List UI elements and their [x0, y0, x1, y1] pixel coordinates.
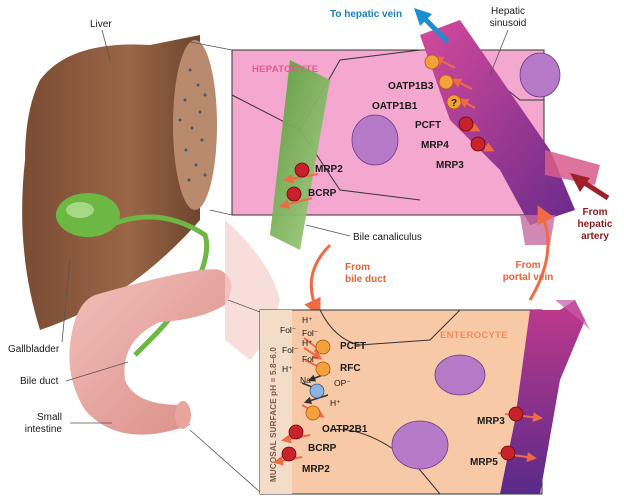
from-portal-vein-arrow: [528, 205, 554, 301]
from-hepatic-artery-arrow: [570, 173, 610, 201]
liver-label: Liver: [90, 19, 112, 30]
svg-text:MRP3: MRP3: [477, 416, 505, 427]
ion-fol-minus: Fol⁻: [302, 328, 319, 338]
hepatocyte-nucleus: [519, 52, 561, 98]
transporter-oatp1b1: OATP1B1: [372, 74, 473, 112]
svg-text:OATP2B1: OATP2B1: [322, 424, 368, 435]
transporter-mrp3-hepatocyte: MRP3: [436, 136, 495, 171]
svg-text:BCRP: BCRP: [308, 188, 337, 199]
enterocyte-title: ENTEROCYTE: [440, 330, 508, 341]
transporter-mrp2-hepatocyte: MRP2: [283, 162, 343, 184]
transporter-oatp1b3: OATP1B3: [388, 54, 456, 92]
bile-canaliculus-label: Bile canaliculus: [353, 232, 422, 243]
enterocyte-nucleus: [391, 420, 449, 470]
liver-cut-surface-dots: [178, 68, 207, 182]
hepatocyte-nucleus: [351, 114, 399, 166]
from-bile-duct-label: From: [345, 262, 370, 273]
from-bile-duct-label-2: bile duct: [345, 274, 387, 285]
transporter-sodium-cotransporter: [301, 382, 329, 404]
transporter-mrp2-enterocyte: MRP2: [273, 446, 330, 475]
small-intestine-label: Small: [37, 412, 62, 423]
mucosal-ph-label: MUCOSAL SURFACE pH = 5.8–6.0: [269, 347, 278, 482]
hepatocyte-panel: HEPATOCYTE: [231, 20, 600, 250]
svg-text:RFC: RFC: [340, 363, 361, 374]
small-intestine: [69, 269, 232, 435]
svg-text:OATP1B3: OATP1B3: [388, 81, 434, 92]
svg-text:MRP2: MRP2: [302, 464, 330, 475]
hepatocyte-apical-transporters: MRP2 BCRP: [279, 162, 343, 210]
hepatocyte-title: HEPATOCYTE: [252, 64, 318, 75]
svg-text:OATP1B1: OATP1B1: [372, 101, 418, 112]
enterocyte-apical-transporters: PCFT RFC OATP2B1 BCRP: [273, 337, 368, 475]
hepatic-sinusoid-label-2: sinusoid: [490, 18, 527, 29]
from-hepatic-artery-label: From: [583, 207, 608, 218]
bile-duct-label: Bile duct: [20, 376, 59, 387]
transporter-mrp4: MRP4: [421, 116, 481, 151]
ion-h-plus: H⁺: [282, 364, 293, 374]
transporter-pcft-hepatocyte: ? PCFT: [415, 94, 476, 131]
svg-text:MRP4: MRP4: [421, 140, 449, 151]
svg-text:MRP3: MRP3: [436, 160, 464, 171]
from-portal-vein-label: From: [516, 260, 541, 271]
ion-na-plus: Na⁺: [300, 375, 316, 385]
hepatocyte-basolateral-transporters: OATP1B3 OATP1B1 ? PCFT MRP4 MRP3: [372, 54, 495, 171]
ion-fol-minus: Fol⁻: [282, 345, 299, 355]
mucosal-ions: H⁺ Fol⁻ Fol⁻ H⁺ Fol⁻ Fol⁻ H⁺ Na⁺ OP⁻ H⁺: [280, 315, 351, 408]
gallbladder-label: Gallbladder: [8, 344, 60, 355]
from-bile-duct-arrow: [304, 243, 332, 317]
to-hepatic-vein-arrow: [414, 8, 450, 44]
transporter-bcrp-enterocyte: BCRP: [281, 424, 337, 454]
ion-h-plus: H⁺: [302, 315, 313, 325]
ion-fol-minus: Fol⁻: [280, 325, 297, 335]
transporter-mrp3-enterocyte: MRP3: [477, 406, 543, 427]
enterocyte-basolateral-transporters: MRP3 MRP5: [470, 406, 543, 468]
svg-text:BCRP: BCRP: [308, 443, 337, 454]
from-portal-vein-label-2: portal vein: [503, 272, 554, 283]
ion-h-plus: H⁺: [330, 398, 341, 408]
transporter-oatp2b1: OATP2B1: [301, 404, 368, 435]
enterocyte-nucleus: [434, 354, 486, 396]
hepatic-sinusoid-label: Hepatic: [491, 6, 525, 17]
transporter-mrp5: MRP5: [470, 445, 537, 468]
transporter-pcft-enterocyte: PCFT: [303, 337, 366, 360]
transporter-rfc: RFC: [304, 359, 361, 382]
hepatic-sinusoid-vessel: [420, 20, 575, 225]
svg-text:PCFT: PCFT: [415, 120, 441, 131]
svg-text:MRP2: MRP2: [315, 164, 343, 175]
from-hepatic-artery-label-2: hepatic: [577, 219, 612, 230]
ion-h-plus: H⁺: [302, 338, 313, 348]
small-intestine-label-2: intestine: [25, 424, 63, 435]
transporter-bcrp-hepatocyte: BCRP: [279, 186, 337, 210]
from-hepatic-artery-label-3: artery: [581, 231, 609, 242]
ion-fol-minus: Fol⁻: [302, 354, 319, 364]
svg-text:?: ?: [451, 98, 457, 109]
svg-text:MRP5: MRP5: [470, 457, 498, 468]
svg-text:PCFT: PCFT: [340, 341, 366, 352]
portal-vein-vessel: [500, 300, 585, 494]
ion-op-minus: OP⁻: [334, 378, 351, 388]
to-hepatic-vein-label: To hepatic vein: [330, 9, 402, 20]
liver: [22, 35, 217, 330]
